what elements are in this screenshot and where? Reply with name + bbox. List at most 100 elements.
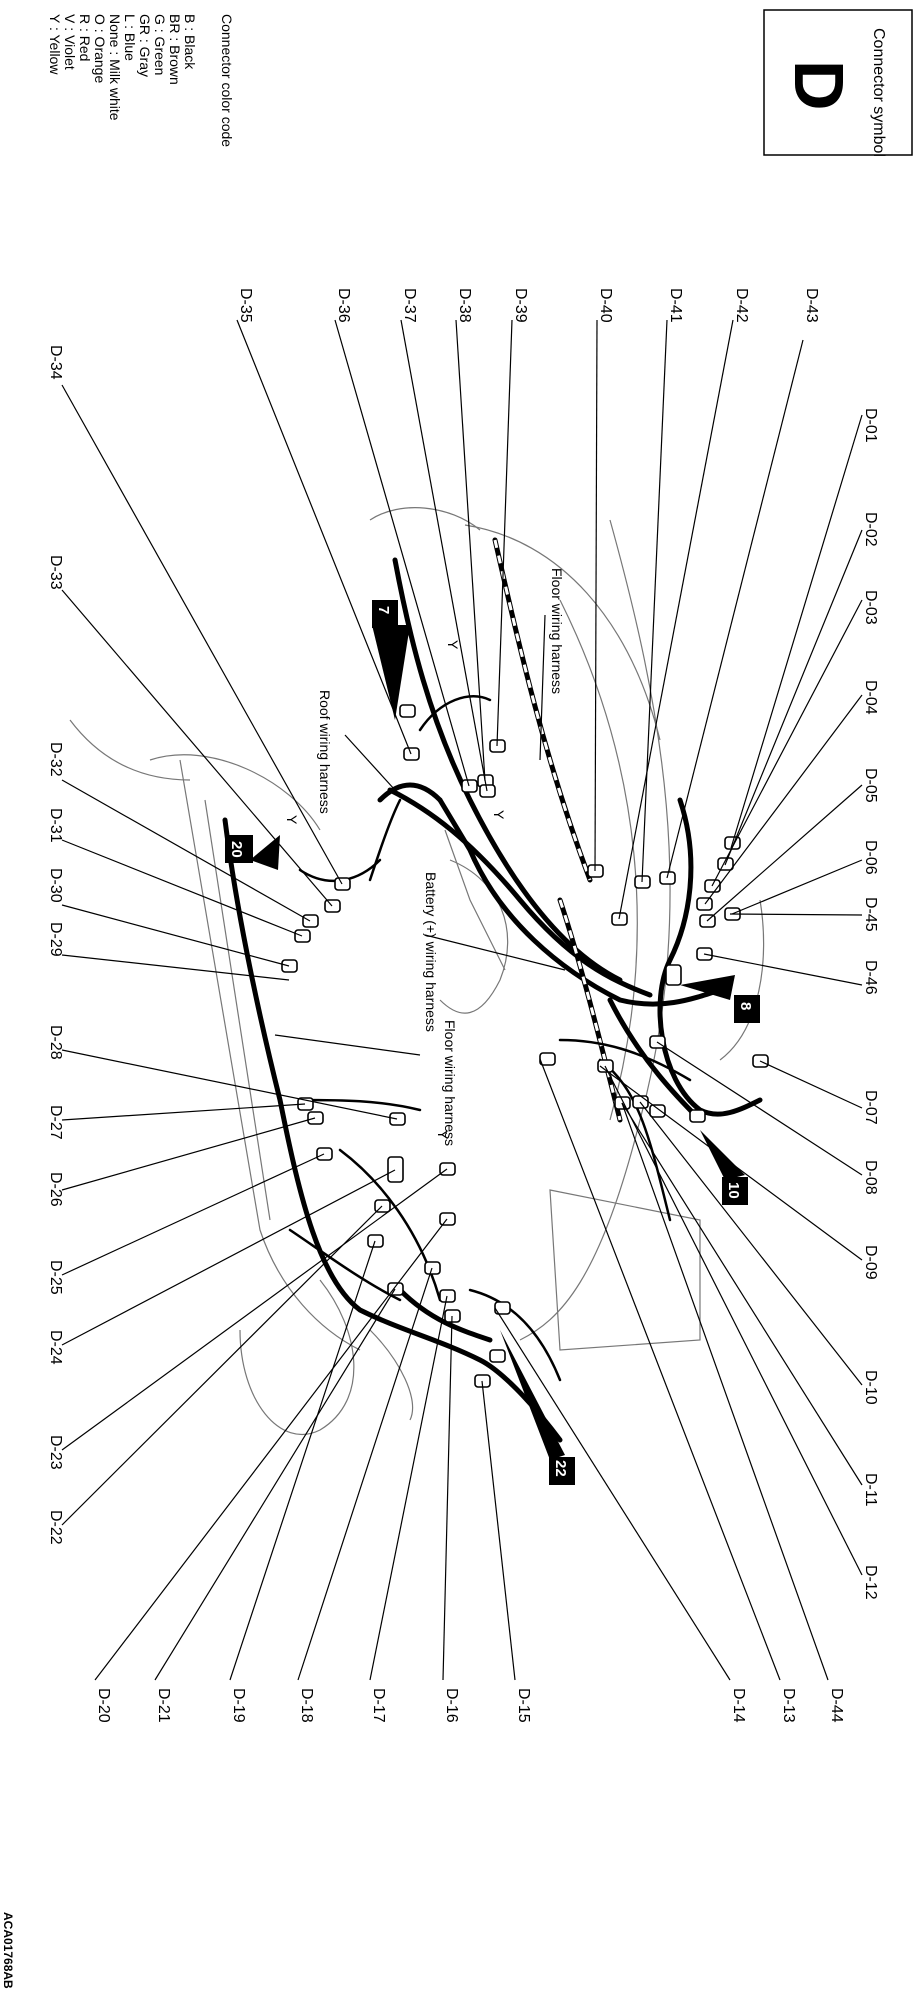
callout-tag: 20: [225, 835, 280, 870]
color-code-legend: Connector color code B : Black BR : Brow…: [47, 14, 235, 147]
connector-shape: [689, 1109, 706, 1123]
callout-tag: 7: [372, 600, 410, 720]
connector-shape: [334, 877, 351, 891]
connector-shape: [281, 959, 298, 973]
connector-label-d22: D-22: [47, 1510, 64, 1545]
connector-label-d32: D-32: [47, 742, 64, 777]
legend-item: G : Green: [152, 14, 168, 75]
connector-label-d23: D-23: [47, 1435, 64, 1470]
connector-label-d10: D-10: [862, 1370, 879, 1405]
wiring-harness-paths: [222, 537, 763, 1443]
svg-text:20: 20: [228, 841, 245, 858]
connector-shape: [665, 964, 682, 986]
figure-code: ACA01768AB: [1, 1912, 15, 1989]
connector-label-d16: D-16: [443, 1688, 460, 1723]
connector-shape: [302, 914, 319, 928]
connector-label-d29: D-29: [47, 922, 64, 957]
connector-label-d04: D-04: [862, 680, 879, 715]
connector-label-d20: D-20: [95, 1688, 112, 1723]
connector-label-d02: D-02: [862, 512, 879, 547]
color-mark-yellow: Y: [284, 815, 300, 825]
connector-shape: [461, 779, 478, 793]
legend-heading: Connector color code: [219, 14, 235, 147]
connector-label-d41: D-41: [667, 288, 684, 323]
floor-harness-label-lower: Floor wiring harness: [442, 1020, 458, 1146]
legend-item: BR : Brown: [167, 14, 183, 85]
connector-label-d05: D-05: [862, 768, 879, 803]
connector-label-d36: D-36: [335, 288, 352, 323]
connector-label-d21: D-21: [155, 1688, 172, 1723]
connector-shape: [403, 747, 420, 761]
connector-label-d09: D-09: [862, 1245, 879, 1280]
connector-label-d26: D-26: [47, 1172, 64, 1207]
connector-label-d45: D-45: [862, 897, 879, 932]
vehicle-outline: [69, 507, 765, 1436]
connector-label-d07: D-07: [862, 1090, 879, 1125]
connector-label-d18: D-18: [298, 1688, 315, 1723]
callout-tag: 8: [680, 975, 760, 1023]
connector-shape: [424, 1261, 441, 1275]
legend-item: V : Violet: [62, 14, 78, 70]
connector-label-d11: D-11: [862, 1473, 879, 1507]
connector-label-d43: D-43: [803, 288, 820, 323]
callout-tag: 10: [700, 1130, 748, 1205]
connector-label-d06: D-06: [862, 840, 879, 875]
connector-shape: [387, 1156, 404, 1183]
legend-item: L : Blue: [122, 14, 138, 61]
connector-label-d27: D-27: [47, 1105, 64, 1140]
connector-shape: [479, 784, 496, 798]
connector-shape: [324, 899, 341, 913]
connector-symbol-box: Connector symbol D: [763, 9, 913, 157]
svg-text:7: 7: [375, 606, 392, 614]
connector-label-d12: D-12: [862, 1565, 879, 1600]
callout-tag: 22: [500, 1330, 575, 1485]
connector-shapes: [281, 704, 769, 1388]
connector-label-d03: D-03: [862, 590, 879, 625]
connector-label-d28: D-28: [47, 1025, 64, 1060]
legend-item: B : Black: [182, 14, 198, 70]
svg-text:10: 10: [725, 1182, 742, 1199]
battery-harness-label: Battery (+) wiring harness: [423, 872, 439, 1032]
color-mark-yellow: Y: [445, 640, 461, 650]
connector-label-d01: D-01: [862, 408, 879, 443]
connector-shape: [444, 1309, 461, 1323]
legend-item: GR : Gray: [137, 14, 153, 77]
connector-label-d19: D-19: [230, 1688, 247, 1723]
connector-label-d17: D-17: [370, 1688, 387, 1723]
legend-item: None : Milk white: [107, 14, 123, 121]
leader-lines: [61, 319, 863, 1681]
color-mark-yellow: Y: [491, 810, 507, 820]
connector-label-d13: D-13: [780, 1688, 797, 1723]
floor-harness-label-upper: Floor wiring harness: [549, 568, 565, 694]
connector-shape: [294, 929, 311, 943]
connector-labels: D-01 D-02 D-03 D-04 D-05 D-06 D-45 D-46 …: [47, 288, 879, 1723]
connector-label-d34: D-34: [47, 345, 64, 380]
color-marks: Y Y Y Y: [284, 640, 507, 1140]
connector-label-d42: D-42: [733, 288, 750, 323]
connector-label-d24: D-24: [47, 1330, 64, 1365]
connector-shape: [439, 1212, 456, 1226]
connector-shape: [307, 1111, 324, 1125]
connector-shape: [649, 1104, 666, 1118]
connector-label-d44: D-44: [828, 1688, 845, 1723]
connector-label-d14: D-14: [730, 1688, 747, 1723]
connector-label-d30: D-30: [47, 868, 64, 903]
connector-shape: [316, 1147, 333, 1161]
legend-item: O : Orange: [92, 14, 108, 83]
legend-item: Y : Yellow: [47, 14, 63, 75]
connector-shape: [389, 1112, 406, 1126]
svg-text:8: 8: [737, 1002, 754, 1010]
connector-label-d46: D-46: [862, 960, 879, 995]
connector-label-d33: D-33: [47, 555, 64, 590]
connector-shape: [439, 1289, 456, 1303]
connector-symbol-title: Connector symbol: [870, 28, 887, 157]
connector-shape: [489, 1349, 506, 1363]
connector-shape: [696, 897, 713, 911]
svg-text:22: 22: [552, 1460, 569, 1477]
connector-label-d25: D-25: [47, 1260, 64, 1295]
harness-labels: Floor wiring harness Roof wiring harness…: [317, 568, 565, 1146]
connector-label-d15: D-15: [515, 1688, 532, 1723]
callout-tags: 7 20 8 10 22: [225, 600, 760, 1485]
connector-label-d38: D-38: [456, 288, 473, 323]
